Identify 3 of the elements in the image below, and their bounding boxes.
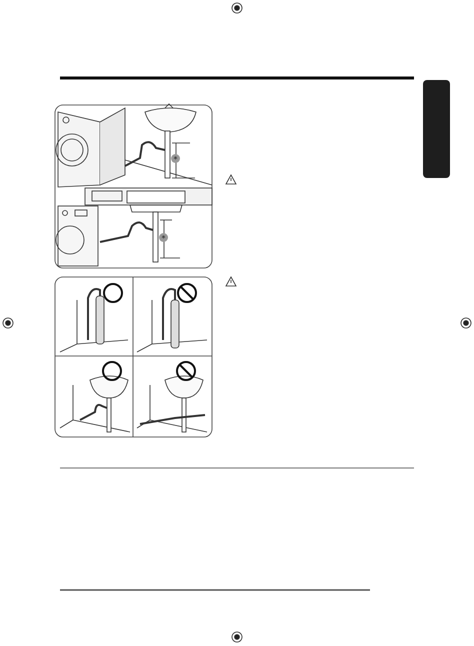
callout-marker: * [159, 233, 168, 242]
side-tab [423, 80, 450, 178]
callout-marker: * [171, 154, 180, 163]
